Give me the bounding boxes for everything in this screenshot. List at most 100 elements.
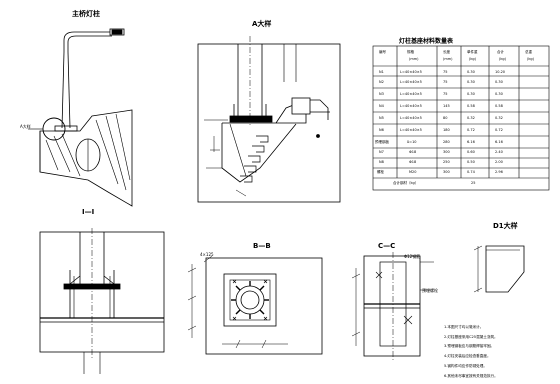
table-row: N6 L=40×40×5 180 0.72 0.72 (373, 126, 549, 136)
table-cell: N4 (379, 104, 384, 108)
table-header-cell: 编号 (379, 50, 386, 54)
main-pole-title: 主桥灯柱 (72, 10, 100, 18)
table-row: N4 L=40×40×5 145 0.58 0.58 (373, 102, 549, 112)
table-cell: 0.30 (467, 92, 475, 96)
table-cell: 75 (443, 92, 448, 96)
table-cell: 0.30 (495, 92, 503, 96)
table-cell: M20 (409, 170, 417, 174)
table-cell: 6.16 (495, 140, 503, 144)
detail-d-view (473, 245, 525, 293)
note-line: 4.灯柱安装后应检查垂直度。 (444, 354, 491, 359)
table-cell: L=40×40×5 (400, 80, 422, 84)
table-cell: 0.58 (467, 104, 475, 108)
table-cell: 0.74 (467, 170, 475, 174)
table-cell: 预埋钢板 (375, 140, 389, 144)
dim-label: 4×125 (200, 252, 214, 257)
table-unit-cell: (mm) (409, 57, 419, 61)
table-cell: L=40×40×5 (400, 128, 422, 132)
table-row: 预埋钢板 δ=10 280 6.16 6.16 (373, 138, 549, 148)
table-cell: 280 (443, 140, 450, 144)
table-row: N7 Φ18 300 0.60 2.40 (373, 148, 549, 158)
main-pole-elevation (28, 28, 133, 207)
table-cell: L=40×40×5 (400, 70, 422, 74)
section-cc-title: C—C (378, 242, 396, 250)
table-header-cell: 合计 (497, 50, 504, 54)
table-cell: 180 (443, 128, 450, 132)
material-table-grid (372, 45, 550, 191)
section-ii-title: I—I (82, 208, 95, 216)
table-unit-row: (mm) (mm) (kg) (kg) (kg) (373, 55, 549, 65)
table-total-value: 25 (471, 181, 476, 185)
table-title: 灯柱基座材料数量表 (399, 38, 454, 45)
table-header-cell: 单件重 (467, 50, 478, 54)
table-cell: Φ18 (409, 160, 417, 164)
table-cell: L=40×40×5 (400, 92, 422, 96)
table-header-row: 编号 规格 长度 单件重 合计 总重 (373, 48, 549, 58)
note-line: 3.预埋钢板应与钢筋焊接牢固。 (444, 344, 495, 349)
callout-a-label: A大样 (20, 124, 31, 129)
table-cell: L=40×40×5 (400, 116, 422, 120)
anchor-label: 预埋螺栓 (422, 288, 438, 293)
table-cell: 10.20 (495, 70, 506, 74)
note-line: 2.灯柱基座采用C25混凝土浇筑。 (444, 334, 498, 339)
table-cell: δ=10 (407, 140, 417, 144)
table-cell: 2.40 (495, 150, 503, 154)
table-cell: 80 (443, 116, 448, 120)
table-cell: 75 (443, 70, 448, 74)
note-line: 6.其他未尽事宜按有关规范执行。 (444, 373, 498, 378)
table-cell: 0.72 (495, 128, 503, 132)
table-header-cell: 长度 (443, 50, 450, 54)
table-cell: 0.60 (467, 150, 475, 154)
table-unit-cell: (kg) (499, 57, 506, 61)
table-row: N2 L=40×40×5 75 0.30 0.30 (373, 78, 549, 88)
table-cell: 2.00 (495, 160, 503, 164)
table-cell: L=40×40×5 (400, 104, 422, 108)
detail-a-view (197, 36, 341, 203)
table-cell: 0.30 (467, 70, 475, 74)
table-cell: N7 (379, 150, 384, 154)
table-cell: 300 (443, 170, 450, 174)
section-bb-view (187, 255, 323, 355)
table-cell: 0.72 (467, 128, 475, 132)
table-unit-cell: (mm) (443, 57, 453, 61)
table-cell: 0.32 (467, 116, 475, 120)
table-total-row: 合计钢材（kg） 25 (373, 179, 549, 189)
table-cell: 0.50 (467, 160, 475, 164)
view-a-title: A大样 (252, 20, 272, 28)
table-row: N3 L=40×40×5 75 0.30 0.30 (373, 90, 549, 100)
table-cell: 145 (443, 104, 450, 108)
table-header-cell: 总重 (525, 50, 532, 54)
table-header-cell: 规格 (407, 50, 414, 54)
section-bb-title: B—B (253, 242, 271, 250)
section-ii-view (39, 228, 165, 374)
table-cell: N8 (379, 160, 384, 164)
table-cell: 2.96 (495, 170, 503, 174)
table-row: N1 L=40×40×5 75 0.30 10.20 (373, 68, 549, 78)
view-d-title: D1大样 (493, 222, 518, 230)
table-cell: 0.58 (495, 104, 503, 108)
table-cell: N6 (379, 128, 384, 132)
table-row: N8 Φ18 250 0.50 2.00 (373, 158, 549, 168)
note-line: 1.本图尺寸均以毫米计。 (444, 325, 484, 329)
table-cell: 6.16 (467, 140, 475, 144)
table-row: 螺栓 M20 300 0.74 2.96 (373, 168, 549, 178)
table-total-label: 合计钢材（kg） (393, 181, 419, 185)
note-line: 5.钢构件均应作防锈处理。 (444, 363, 487, 368)
table-cell: N2 (379, 80, 384, 84)
bar-label: Φ12钢筋 (404, 254, 421, 259)
table-cell: 螺栓 (377, 170, 384, 174)
table-cell: N1 (379, 70, 384, 74)
table-cell: N3 (379, 92, 384, 96)
table-cell: 0.30 (495, 80, 503, 84)
table-cell: 75 (443, 80, 448, 84)
table-row: N5 L=40×40×5 80 0.32 0.32 (373, 114, 549, 124)
table-cell: 250 (443, 160, 450, 164)
table-cell: N5 (379, 116, 384, 120)
notes-block: 1.本图尺寸均以毫米计。 2.灯柱基座采用C25混凝土浇筑。 3.预埋钢板应与钢… (444, 323, 554, 381)
table-cell: 300 (443, 150, 450, 154)
material-table: 灯柱基座材料数量表 编号 规格 长度 单件重 合计 总重 (mm) (mm) (… (373, 36, 549, 190)
table-unit-cell: (kg) (527, 57, 534, 61)
section-cc-view (351, 252, 434, 360)
table-unit-cell: (kg) (469, 57, 476, 61)
